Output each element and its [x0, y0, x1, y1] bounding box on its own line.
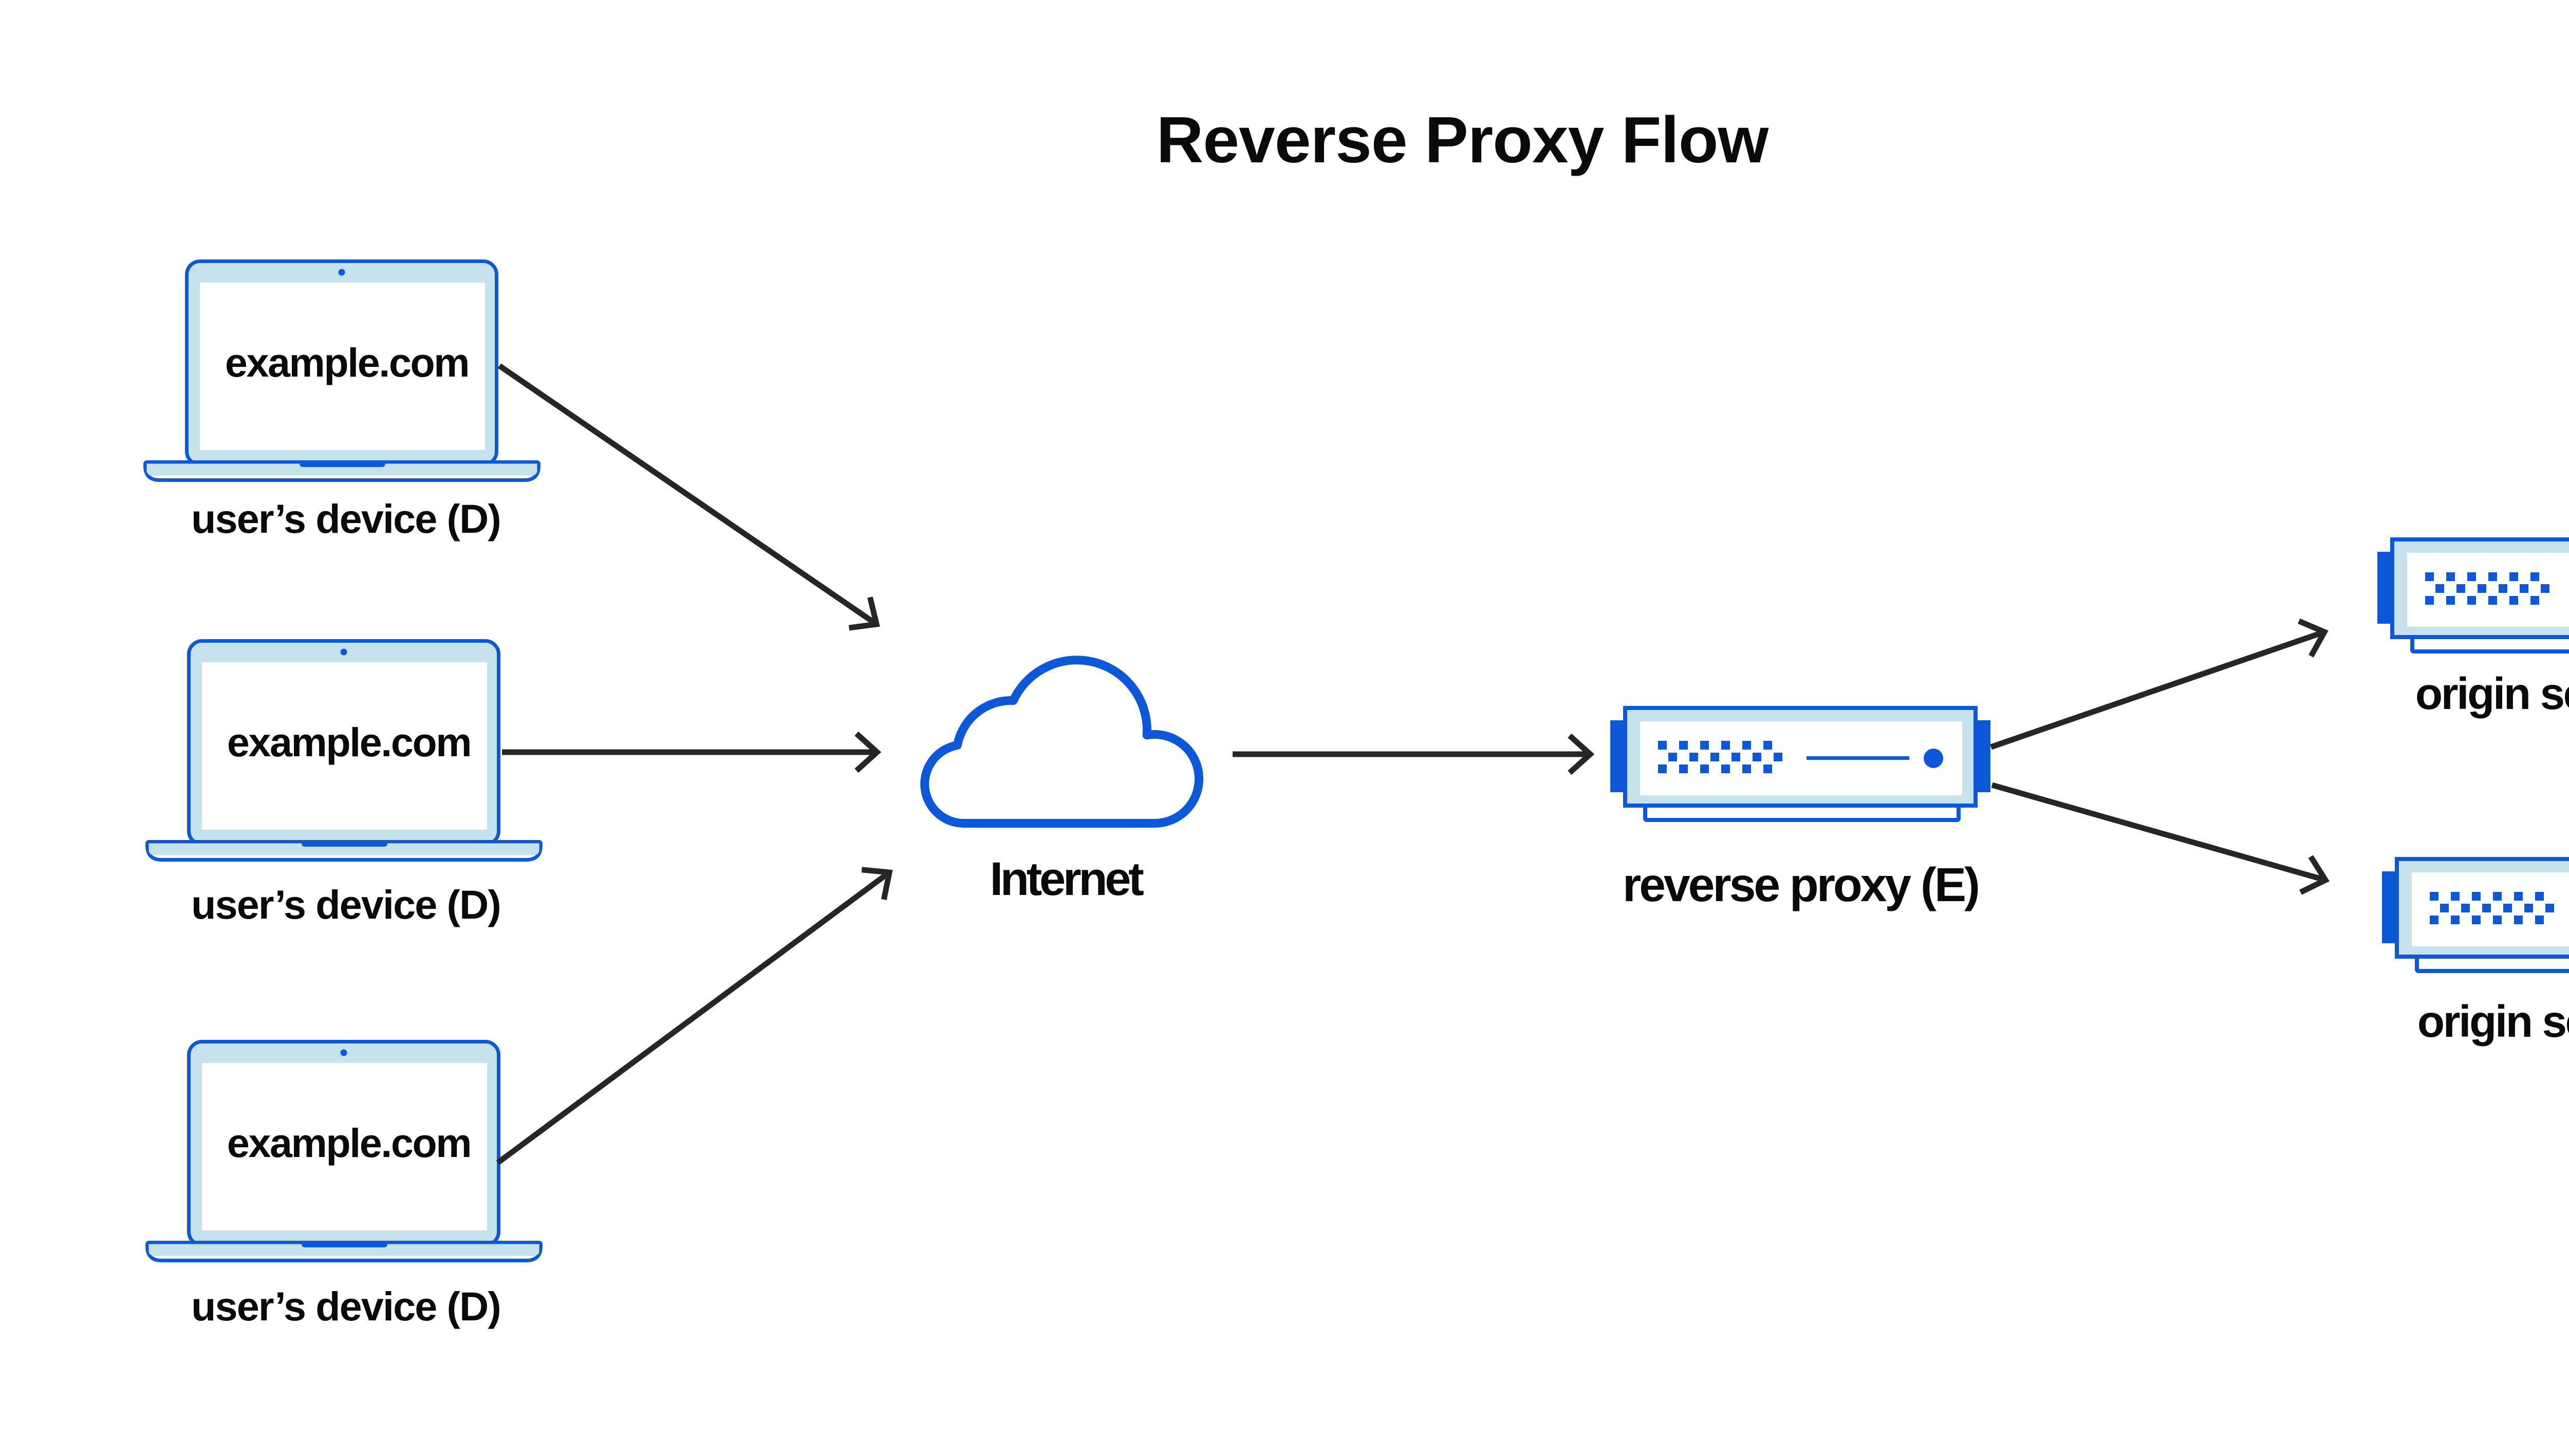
svg-text:Internet: Internet	[990, 853, 1144, 905]
svg-text:example.com: example.com	[227, 1120, 471, 1166]
svg-text:example.com: example.com	[225, 340, 469, 385]
svg-text:origin server (F): origin server (F)	[2415, 669, 2569, 719]
svg-text:Reverse Proxy Flow: Reverse Proxy Flow	[1157, 103, 1770, 176]
svg-text:origin server (F): origin server (F)	[2417, 997, 2569, 1047]
svg-text:user’s device (D): user’s device (D)	[191, 1283, 500, 1329]
svg-text:example.com: example.com	[227, 719, 471, 765]
svg-text:user’s device (D): user’s device (D)	[191, 882, 500, 927]
svg-text:reverse proxy (E): reverse proxy (E)	[1623, 858, 1978, 911]
svg-text:user’s device (D): user’s device (D)	[191, 496, 500, 542]
